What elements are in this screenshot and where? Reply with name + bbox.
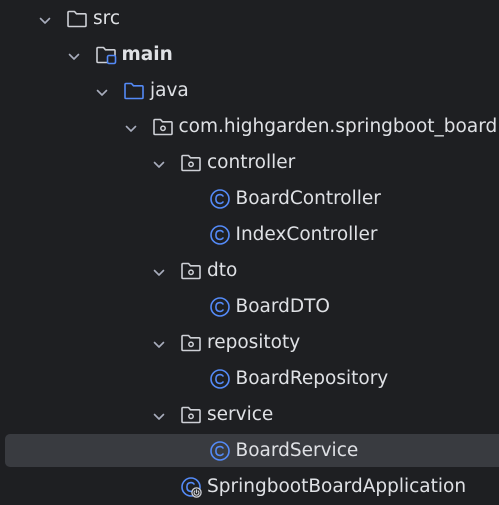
module-folder-icon xyxy=(95,44,117,66)
chevron-down-icon[interactable] xyxy=(95,84,109,98)
package-icon xyxy=(180,152,202,174)
class-icon xyxy=(209,368,231,390)
tree-row[interactable]: com.highgarden.springboot_board xyxy=(0,109,499,145)
class-icon xyxy=(209,188,231,210)
chevron-down-icon[interactable] xyxy=(124,120,138,134)
tree-item-label: BoardService xyxy=(235,440,359,461)
tree-row[interactable]: repositoty xyxy=(0,325,499,361)
package-icon xyxy=(180,260,202,282)
spring-boot-class-icon xyxy=(180,476,202,498)
tree-row[interactable]: java xyxy=(0,73,499,109)
tree-row[interactable]: SpringbootBoardApplication xyxy=(0,469,499,505)
package-icon xyxy=(152,116,174,138)
tree-row[interactable]: src xyxy=(0,1,499,37)
tree-row[interactable]: BoardRepository xyxy=(0,361,499,397)
class-icon xyxy=(209,440,231,462)
tree-item-label: service xyxy=(207,404,274,425)
package-icon xyxy=(180,404,202,426)
tree-item-label: controller xyxy=(207,152,296,173)
tree-item-label: main xyxy=(121,44,173,65)
tree-row[interactable]: service xyxy=(0,397,499,433)
tree-item-label: BoardDTO xyxy=(235,296,330,317)
chevron-down-icon[interactable] xyxy=(152,408,166,422)
tree-item-label: BoardController xyxy=(235,188,381,209)
class-icon xyxy=(209,296,231,318)
folder-icon xyxy=(66,8,88,30)
chevron-down-icon[interactable] xyxy=(152,336,166,350)
tree-row[interactable]: controller xyxy=(0,145,499,181)
tree-row[interactable]: IndexController xyxy=(0,217,499,253)
tree-item-label: dto xyxy=(207,260,238,281)
tree-item-label: com.highgarden.springboot_board xyxy=(178,116,498,137)
tree-item-label: repositoty xyxy=(207,332,301,353)
tree-row[interactable]: BoardController xyxy=(0,181,499,217)
class-icon xyxy=(209,224,231,246)
source-root-folder-icon xyxy=(123,80,145,102)
chevron-down-icon[interactable] xyxy=(38,12,52,26)
chevron-down-icon[interactable] xyxy=(152,156,166,170)
chevron-down-icon[interactable] xyxy=(152,264,166,278)
tree-row[interactable]: BoardDTO xyxy=(0,289,499,325)
package-icon xyxy=(180,332,202,354)
tree-item-label: IndexController xyxy=(235,224,378,245)
tree-row[interactable]: dto xyxy=(0,253,499,289)
selection-highlight xyxy=(5,434,499,467)
tree-item-label: SpringbootBoardApplication xyxy=(207,476,467,497)
chevron-down-icon[interactable] xyxy=(67,48,81,62)
tree-item-label: java xyxy=(150,80,189,101)
tree-item-label: src xyxy=(93,8,121,29)
tree-row[interactable]: main xyxy=(0,37,499,73)
tree-item-label: BoardRepository xyxy=(235,368,389,389)
tree-row[interactable]: BoardService xyxy=(0,433,499,469)
